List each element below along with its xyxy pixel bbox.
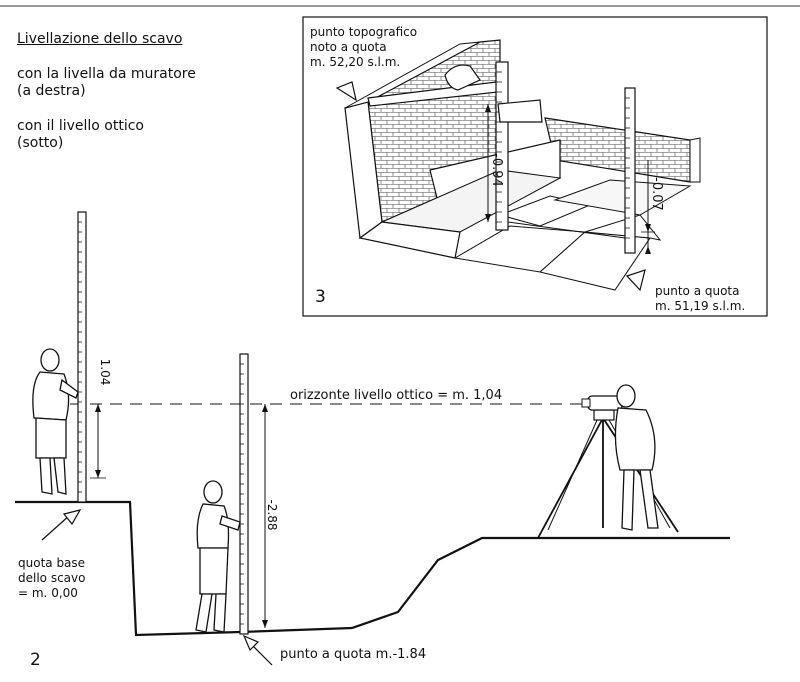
floor-slabs — [453, 179, 692, 291]
figure-3-number: 3 — [315, 287, 326, 307]
dimension-excavation-value: -2.88 — [265, 499, 279, 530]
note-known-point-line3: m. 52,20 s.l.m. — [310, 55, 400, 69]
note-known-point: punto topografico noto a quota m. 52,20 … — [310, 25, 417, 102]
person-surveyor — [614, 384, 659, 531]
string-line — [507, 221, 626, 239]
person-holding-staff-left — [32, 348, 79, 495]
ground-profile — [15, 500, 730, 637]
dimension-excavation-reading: -2.88 — [262, 404, 279, 628]
intro-title: Livellazione dello scavo — [17, 31, 183, 47]
dimension-base-value: 1.04 — [98, 359, 112, 386]
note-known-point-line2: noto a quota — [310, 40, 387, 54]
person-holding-staff-middle — [195, 480, 241, 633]
figure-3-panel: -0.94 -0.07 punto topografico noto a quo… — [302, 16, 768, 317]
dimension-left: -0.94 — [485, 104, 504, 222]
hand-holding-level — [444, 64, 481, 91]
note-excavation-point-text: punto a quota m.-1.84 — [280, 647, 426, 662]
note-excavation-base-line3: = m. 0,00 — [18, 586, 78, 600]
figure-2-section: orizzonte livello ottico = m. 1,04 1.04 — [15, 211, 730, 670]
intro-spirit-level-line2: (a destra) — [17, 83, 86, 99]
note-excavation-point: punto a quota m.-1.84 — [242, 634, 426, 666]
note-target-point-line1: punto a quota — [655, 284, 739, 298]
note-excavation-base: quota base dello scavo = m. 0,00 — [18, 509, 85, 600]
intro-spirit-level-line1: con la livella da muratore — [17, 66, 196, 82]
optical-horizon-label: orizzonte livello ottico = m. 1,04 — [290, 388, 502, 403]
excavation-step — [358, 139, 562, 259]
note-excavation-base-line1: quota base — [18, 556, 85, 570]
note-known-point-arrow — [335, 81, 357, 102]
dimension-left-value: -0.94 — [489, 153, 504, 187]
levelling-staff-excavation — [239, 353, 249, 635]
brick-wall-back — [544, 117, 701, 183]
note-target-point: punto a quota m. 51,19 s.l.m. — [625, 269, 745, 313]
dimension-right: -0.07 — [641, 160, 664, 254]
intro-optical-level: con il livello ottico (sotto) — [17, 118, 144, 152]
figure-2-number: 2 — [30, 650, 41, 670]
note-excavation-base-line2: dello scavo — [18, 571, 85, 585]
dimension-base-reading: 1.04 — [90, 359, 112, 479]
intro-optical-level-line2: (sotto) — [17, 135, 64, 151]
note-target-point-arrow — [625, 269, 646, 292]
dimension-right-value: -0.07 — [649, 177, 664, 211]
optical-level-instrument — [581, 395, 623, 411]
note-known-point-line1: punto topografico — [310, 25, 417, 39]
levelling-staff-right — [624, 87, 636, 254]
hand-holding-staff — [497, 99, 543, 123]
note-target-point-line2: m. 51,19 s.l.m. — [655, 299, 745, 313]
intro-spirit-level: con la livella da muratore (a destra) — [17, 66, 196, 100]
intro-optical-level-line1: con il livello ottico — [17, 118, 144, 134]
levelling-staff-left — [495, 61, 509, 231]
levelling-staff-base — [77, 211, 87, 503]
